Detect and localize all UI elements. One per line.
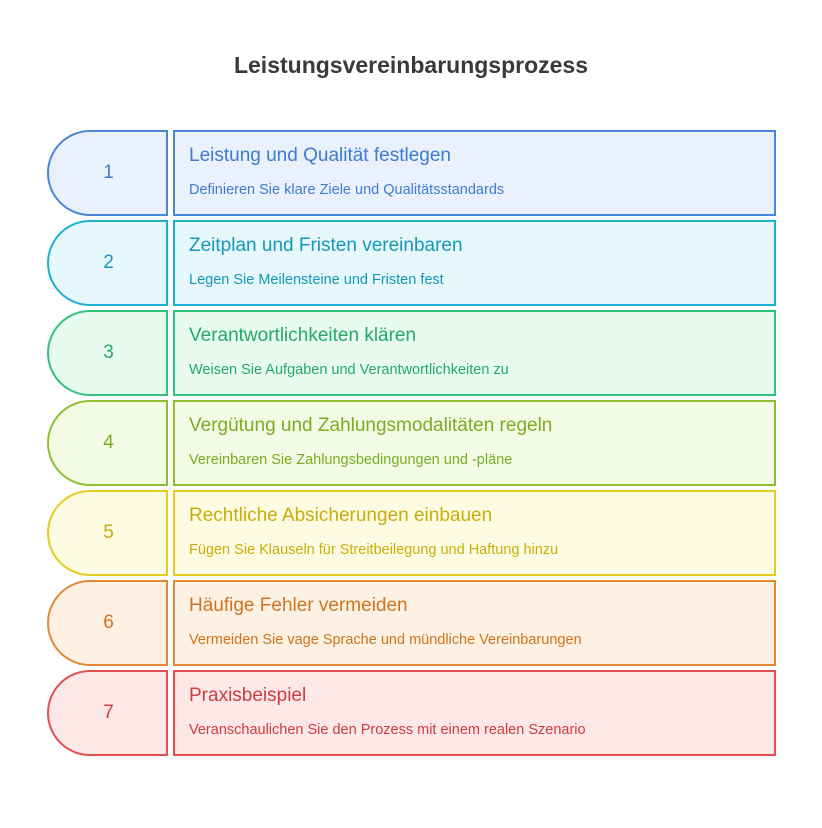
step-description: Legen Sie Meilensteine und Fristen fest (189, 272, 444, 288)
step-number-badge: 7 (47, 670, 168, 756)
step-title: Verantwortlichkeiten klären (189, 325, 417, 346)
step-card: Verantwortlichkeiten klären Weisen Sie A… (173, 310, 776, 396)
step-title: Rechtliche Absicherungen einbauen (189, 505, 493, 526)
step-card: Zeitplan und Fristen vereinbaren Legen S… (173, 220, 776, 306)
step-row: 3 Verantwortlichkeiten klären Weisen Sie… (47, 310, 776, 396)
step-row: 7 Praxisbeispiel Veranschaulichen Sie de… (47, 670, 776, 756)
step-row: 2 Zeitplan und Fristen vereinbaren Legen… (47, 220, 776, 306)
step-row: 4 Vergütung und Zahlungsmodalitäten rege… (47, 400, 776, 486)
step-card: Leistung und Qualität festlegen Definier… (173, 130, 776, 216)
step-row: 1 Leistung und Qualität festlegen Defini… (47, 130, 776, 216)
step-description: Vereinbaren Sie Zahlungsbedingungen und … (189, 452, 513, 468)
step-description: Vermeiden Sie vage Sprache und mündliche… (189, 632, 582, 648)
step-title: Leistung und Qualität festlegen (189, 145, 451, 166)
step-number-badge: 2 (47, 220, 168, 306)
step-description: Definieren Sie klare Ziele und Qualitäts… (189, 182, 505, 198)
step-title: Vergütung und Zahlungsmodalitäten regeln (189, 415, 553, 436)
step-number-badge: 5 (47, 490, 168, 576)
step-number-badge: 3 (47, 310, 168, 396)
step-description: Fügen Sie Klauseln für Streitbeilegung u… (189, 542, 559, 558)
step-row: 6 Häufige Fehler vermeiden Vermeiden Sie… (47, 580, 776, 666)
page-title: Leistungsvereinbarungsprozess (233, 52, 589, 78)
step-description: Weisen Sie Aufgaben und Verantwortlichke… (189, 362, 509, 378)
step-number-badge: 6 (47, 580, 168, 666)
step-number-badge: 1 (47, 130, 168, 216)
step-description: Veranschaulichen Sie den Prozess mit ein… (189, 722, 586, 738)
step-card: Praxisbeispiel Veranschaulichen Sie den … (173, 670, 776, 756)
step-card: Rechtliche Absicherungen einbauen Fügen … (173, 490, 776, 576)
step-row: 5 Rechtliche Absicherungen einbauen Füge… (47, 490, 776, 576)
step-number-badge: 4 (47, 400, 168, 486)
step-title: Praxisbeispiel (189, 685, 307, 706)
step-card: Vergütung und Zahlungsmodalitäten regeln… (173, 400, 776, 486)
step-title: Zeitplan und Fristen vereinbaren (189, 235, 463, 256)
step-title: Häufige Fehler vermeiden (189, 595, 408, 616)
step-card: Häufige Fehler vermeiden Vermeiden Sie v… (173, 580, 776, 666)
